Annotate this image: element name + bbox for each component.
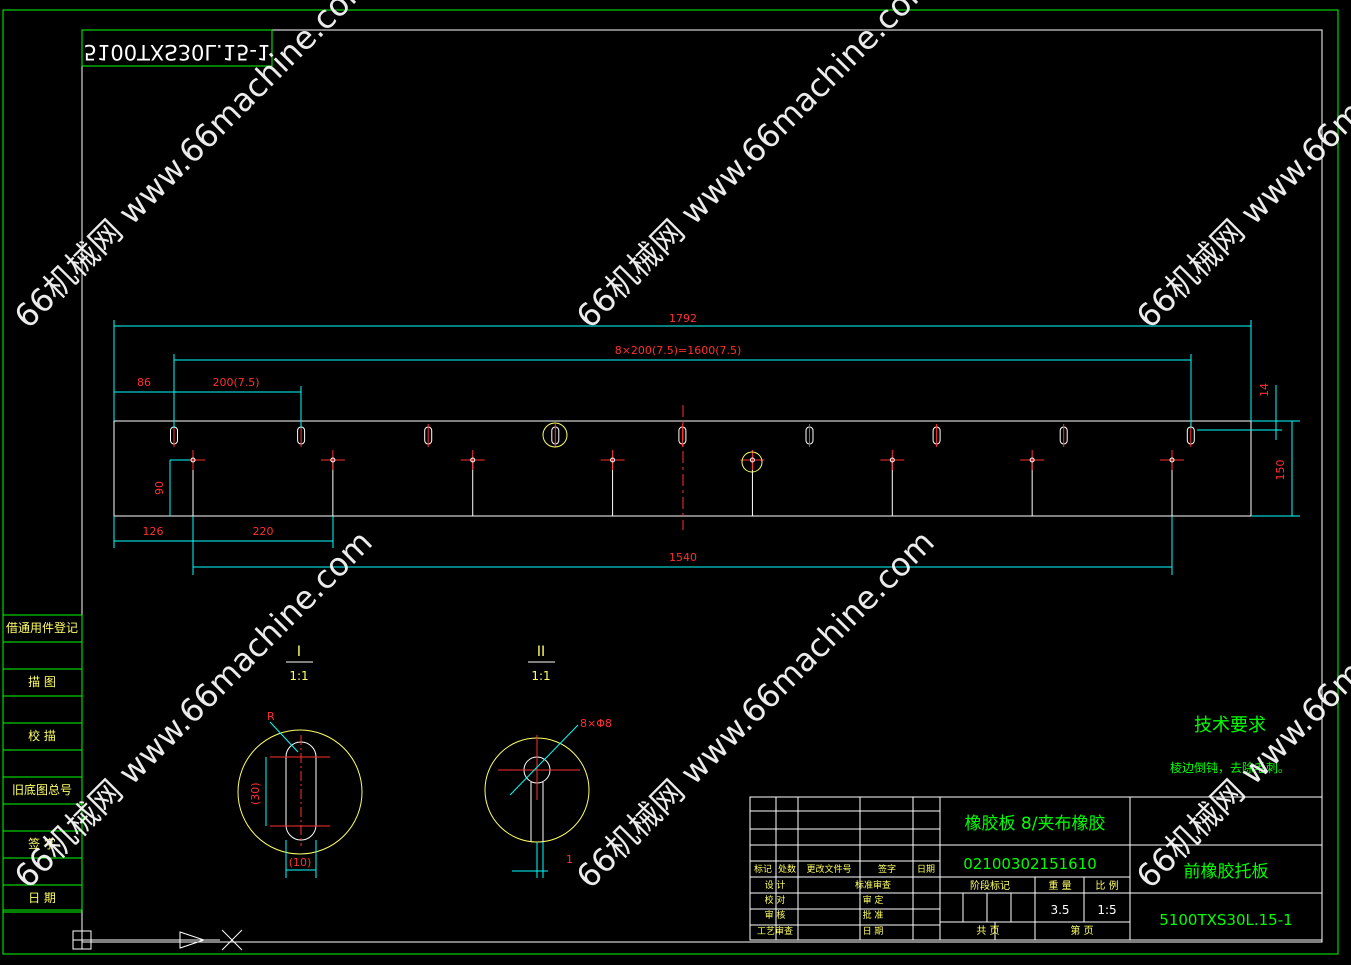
cut-hole bbox=[1029, 457, 1035, 463]
dim-220: 220 bbox=[253, 525, 274, 538]
ucs-icons bbox=[72, 929, 243, 951]
tb-weight-label: 重 量 bbox=[1048, 879, 1071, 892]
outer-frame bbox=[2, 9, 1339, 955]
side-row-4: 签 字 bbox=[28, 836, 56, 851]
tb-total-sheets: 共 页 bbox=[976, 925, 999, 937]
tb-scale-label: 比 例 bbox=[1095, 879, 1118, 892]
watermarks: 66机械网 www.66machine.com 66机械网 www.66mach… bbox=[7, 0, 1351, 896]
side-row-5: 日 期 bbox=[28, 891, 56, 905]
cut-hole bbox=[1169, 457, 1175, 463]
cut-hole bbox=[330, 457, 336, 463]
detail-marker-II bbox=[741, 451, 763, 473]
tech-text: 棱边倒钝，去除毛刺。 bbox=[1170, 760, 1290, 775]
detail-II-label: II bbox=[537, 644, 545, 660]
side-table: 借通用件登记 描 图 校 描 旧底图总号 签 字 日 期 bbox=[2, 614, 83, 913]
tb-material: 橡胶板 8/夹布橡胶 bbox=[965, 814, 1106, 834]
tb-rev-2: 更改文件号 bbox=[806, 863, 851, 875]
detail-view-II: II 1:1 8×Φ8 1 bbox=[484, 644, 612, 878]
tb-row0-a: 设 计 bbox=[765, 879, 786, 891]
watermark-6: 66机械网 www.66machine.com bbox=[1129, 523, 1351, 896]
cut-hole bbox=[610, 457, 616, 463]
side-row-1: 描 图 bbox=[28, 675, 56, 689]
side-row-3: 旧底图总号 bbox=[12, 782, 72, 797]
detail-marker-I bbox=[542, 422, 568, 448]
detail-I-label: I bbox=[297, 644, 301, 660]
detail-II-hole: 8×Φ8 bbox=[580, 717, 612, 730]
tb-part-name: 前橡胶托板 bbox=[1184, 862, 1269, 882]
watermark-5: 66机械网 www.66machine.com bbox=[569, 523, 942, 896]
detail-II-gap: 1 bbox=[566, 853, 573, 866]
detail-I-scale: 1:1 bbox=[289, 669, 308, 683]
tb-rev-4: 日期 bbox=[917, 864, 935, 875]
tech-title: 技术要求 bbox=[1194, 715, 1266, 736]
detail-view-I: I 1:1 R (30) (10) bbox=[237, 644, 363, 878]
title-block-texts: 橡胶板 8/夹布橡胶 02100302151610 前橡胶托板 5100TXS3… bbox=[754, 814, 1293, 937]
tb-row0-b: 标准审查 bbox=[855, 879, 891, 891]
dim-14: 14 bbox=[1258, 383, 1271, 397]
dim-200: 200(7.5) bbox=[212, 376, 259, 389]
tb-row3-b: 日 期 bbox=[863, 926, 884, 937]
dim-1540: 1540 bbox=[669, 551, 697, 564]
dim-90: 90 bbox=[153, 481, 166, 495]
mirrored-number-box: 5100TXS30L.15-1 bbox=[81, 29, 273, 67]
cut-hole bbox=[889, 457, 895, 463]
watermark-3: 66机械网 www.66machine.com bbox=[1129, 0, 1351, 336]
tb-row3-a: 工艺审查 bbox=[757, 925, 793, 937]
cut-hole bbox=[749, 457, 755, 463]
tb-row2-b: 批 准 bbox=[863, 909, 884, 921]
dimension-texts: 1792 8×200(7.5)=1600(7.5) 86 200(7.5) 14… bbox=[137, 312, 1287, 564]
cut-hole bbox=[470, 457, 476, 463]
inner-frame bbox=[81, 29, 1323, 943]
detail-II-scale: 1:1 bbox=[531, 669, 550, 683]
dimensions bbox=[113, 320, 1300, 575]
tech-requirements: 技术要求 棱边倒钝，去除毛刺。 bbox=[1170, 715, 1290, 775]
tb-rev-1: 处数 bbox=[778, 863, 796, 875]
detail-I-slot-length: (30) bbox=[249, 782, 262, 805]
mirrored-number-text: 5100TXS30L.15-1 bbox=[84, 40, 271, 64]
tb-sheet-no: 第 页 bbox=[1070, 924, 1093, 937]
title-block bbox=[749, 796, 1323, 941]
dim-86: 86 bbox=[137, 376, 151, 389]
tb-row1-a: 校 对 bbox=[765, 894, 786, 906]
watermark-2: 66机械网 www.66machine.com bbox=[569, 0, 942, 336]
tb-row1-b: 审 定 bbox=[863, 894, 884, 906]
dim-1600: 8×200(7.5)=1600(7.5) bbox=[615, 344, 742, 357]
tb-drawing-number: 5100TXS30L.15-1 bbox=[1159, 911, 1292, 929]
tb-row2-a: 审 核 bbox=[765, 909, 786, 921]
dim-126: 126 bbox=[143, 525, 164, 538]
dim-150: 150 bbox=[1274, 460, 1287, 481]
tb-rev-0: 标记 bbox=[754, 863, 772, 875]
cut-hole bbox=[190, 457, 196, 463]
side-row-0: 借通用件登记 bbox=[6, 620, 78, 635]
tb-weight: 3.5 bbox=[1050, 903, 1069, 917]
detail-I-radius: R bbox=[267, 710, 275, 723]
tb-material-code: 02100302151610 bbox=[963, 855, 1097, 873]
detail-I-slot-width: (10) bbox=[289, 856, 312, 869]
tb-rev-3: 签字 bbox=[878, 863, 896, 875]
tb-stage-mark: 阶段标记 bbox=[970, 879, 1010, 892]
watermark-4: 66机械网 www.66machine.com bbox=[7, 523, 380, 896]
side-row-2: 校 描 bbox=[28, 728, 56, 743]
plate-view bbox=[113, 405, 1252, 530]
tb-scale: 1:5 bbox=[1097, 903, 1116, 917]
dim-1792: 1792 bbox=[669, 312, 697, 325]
